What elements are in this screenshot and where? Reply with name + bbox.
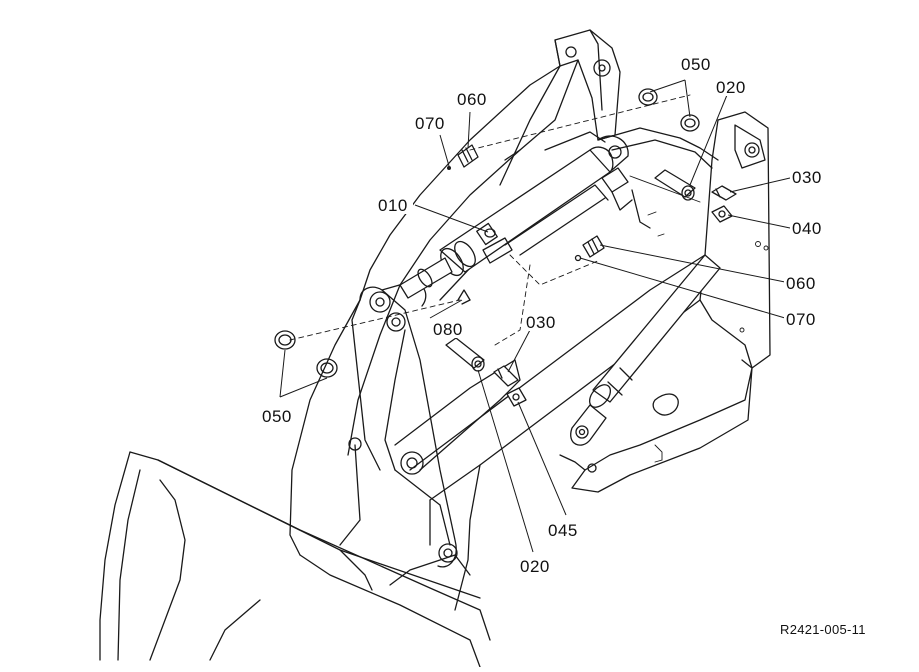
callout-020-bottom: 020 [520,557,550,576]
callout-080: 080 [433,320,463,339]
callout-045: 045 [548,521,578,540]
pin-020-bottom [445,337,485,372]
bolt-030-mid [493,365,519,387]
callout-070-right: 070 [786,310,816,329]
diagram-reference-number: R2421-005-11 [780,622,866,637]
fitting-060-right [574,235,605,262]
callout-060-top: 060 [457,90,487,109]
callout-030-mid: 030 [526,313,556,332]
callout-040: 040 [792,219,822,238]
callout-010: 010 [378,196,408,215]
nut-040 [711,205,733,223]
callout-070-top: 070 [415,114,445,133]
mast-frame [499,29,771,493]
hydraulic-cylinder-010 [399,135,633,299]
pin-020-top [654,169,696,201]
hydraulic-cylinder-right [570,254,721,446]
callout-050-left: 050 [262,407,292,426]
centre-lines [289,94,691,346]
callout-030-right: 030 [792,168,822,187]
bolt-030-right [711,185,737,201]
callout-060-right: 060 [786,274,816,293]
callout-050-top: 050 [681,55,711,74]
nut-045 [506,387,527,407]
fitting-060-top [447,144,479,170]
bucket [99,451,491,668]
leader-lines [279,79,791,553]
clip-080 [457,289,471,305]
callout-020-top: 020 [716,78,746,97]
callout-labels: 050 060 020 070 010 030 040 060 070 080 … [260,55,826,576]
